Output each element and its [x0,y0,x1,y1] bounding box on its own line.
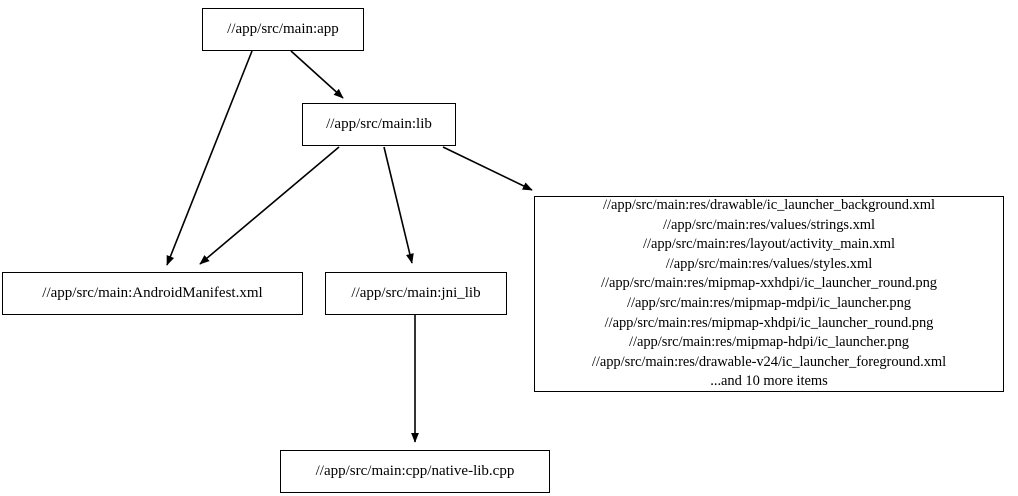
graph-node-lib[interactable]: //app/src/main:lib [302,103,456,146]
edge-lib-to-jnilib [383,146,414,264]
graph-node-jni-lib-label: //app/src/main:jni_lib [351,284,481,301]
graph-node-androidmanifest-label: //app/src/main:AndroidManifest.xml [42,284,263,301]
graph-node-native-lib-cpp-label: //app/src/main:cpp/native-lib.cpp [315,462,515,479]
edge-app-to-lib [290,50,344,99]
edge-app-to-manifest [166,50,253,266]
graph-node-app-label: //app/src/main:app [227,20,339,37]
graph-node-resources[interactable]: //app/src/main:res/drawable/ic_launcher_… [534,196,1004,392]
edge-lib-to-resources [442,146,533,191]
graph-node-app[interactable]: //app/src/main:app [202,8,364,51]
edge-lib-to-manifest [199,146,340,265]
graph-node-lib-label: //app/src/main:lib [326,115,432,132]
graph-node-androidmanifest[interactable]: //app/src/main:AndroidManifest.xml [2,272,303,315]
graph-node-jni-lib[interactable]: //app/src/main:jni_lib [325,272,507,315]
graph-node-resources-label: //app/src/main:res/drawable/ic_launcher_… [591,197,947,390]
graph-node-native-lib-cpp[interactable]: //app/src/main:cpp/native-lib.cpp [280,450,550,493]
